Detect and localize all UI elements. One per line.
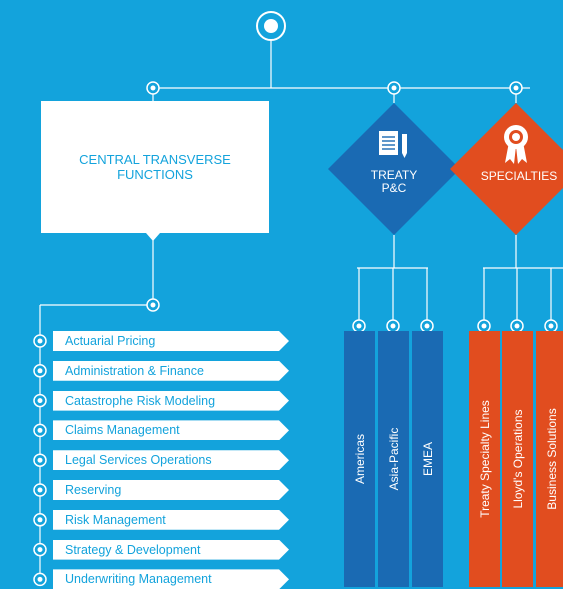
function-item: Catastrophe Risk Modeling	[53, 391, 289, 411]
central-functions-box: CENTRAL TRANSVERSE FUNCTIONS	[41, 101, 269, 233]
document-pencil-icon	[379, 131, 407, 158]
column-label: Americas	[352, 433, 367, 485]
function-label: Catastrophe Risk Modeling	[65, 393, 216, 408]
function-label: Risk Management	[65, 512, 166, 527]
column-treaty-regions: Asia-Pacific	[378, 331, 409, 587]
column-specialty-lines: Lloyd's Operations	[502, 331, 533, 587]
function-item: Reserving	[53, 480, 289, 500]
function-label: Actuarial Pricing	[65, 334, 156, 348]
function-item: Risk Management	[53, 510, 289, 530]
function-item: Legal Services Operations	[53, 450, 289, 470]
column-specialty-lines: Business Solutions	[536, 331, 563, 587]
function-label: Reserving	[65, 483, 122, 497]
function-label: Administration & Finance	[65, 363, 204, 378]
column-label: Asia-Pacific	[386, 427, 401, 491]
treaty-diamond	[328, 103, 460, 235]
specialties-label: SPECIALTIES	[480, 169, 558, 183]
function-label: Strategy & Development	[65, 542, 201, 557]
function-label: Claims Management	[65, 423, 180, 438]
column-label: EMEA	[420, 441, 435, 477]
root-node-icon	[256, 11, 286, 41]
function-item: Strategy & Development	[53, 540, 289, 560]
column-label: Business Solutions	[544, 408, 559, 510]
column-label: Lloyd's Operations	[510, 409, 525, 509]
column-label: Treaty Specialty Lines	[477, 400, 492, 518]
column-treaty-regions: Americas	[344, 331, 375, 587]
treaty-label: TREATY P&C	[370, 168, 418, 195]
column-treaty-regions: EMEA	[412, 331, 443, 587]
function-item: Actuarial Pricing	[53, 331, 289, 351]
function-label: Underwriting Management	[65, 572, 212, 587]
function-item: Administration & Finance	[53, 361, 289, 381]
column-specialty-lines: Treaty Specialty Lines	[469, 331, 500, 587]
function-item: Underwriting Management	[53, 569, 289, 589]
award-ribbon-icon	[504, 125, 528, 164]
central-functions-title: CENTRAL TRANSVERSE FUNCTIONS	[79, 152, 231, 182]
specialties-diamond	[450, 103, 563, 235]
function-label: Legal Services Operations	[65, 453, 212, 468]
function-item: Claims Management	[53, 420, 289, 440]
